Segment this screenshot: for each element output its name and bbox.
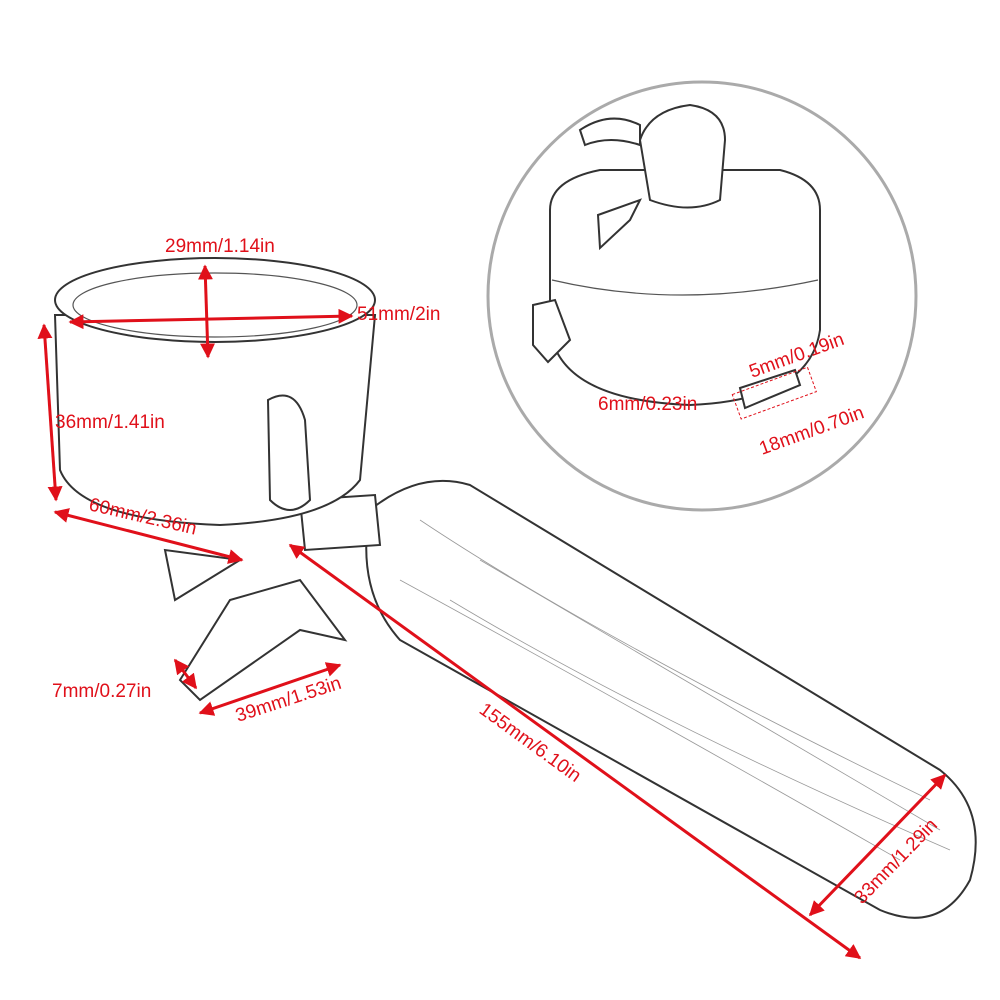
spout-width-label: 7mm/0.27in — [52, 681, 151, 702]
dim-line-inner-diameter — [68, 308, 354, 330]
lug-depth-label: 6mm/0.23in — [598, 394, 697, 415]
inset-spout — [638, 103, 727, 209]
dim-line-height — [37, 323, 63, 502]
wooden-handle — [298, 479, 977, 919]
detail-inset: 5mm/0.19in 6mm/0.23in 18mm/0.70in — [486, 80, 918, 512]
dim-line-spout-width — [173, 658, 198, 690]
dim-line-handle-diameter — [808, 773, 947, 917]
dim-line-outer-diameter — [53, 508, 244, 564]
inset-lug-left — [532, 298, 572, 364]
height-label: 36mm/1.41in — [55, 412, 165, 433]
inner-diameter-label: 51mm/2in — [357, 304, 440, 325]
basket-depth-label: 29mm/1.14in — [165, 236, 275, 257]
dim-line-total-length — [288, 543, 862, 960]
basket-lug — [266, 394, 312, 511]
portafilter-basket — [53, 257, 377, 702]
inset-lug-bottom — [738, 368, 802, 410]
spout-length-label: 39mm/1.53in — [233, 673, 344, 727]
